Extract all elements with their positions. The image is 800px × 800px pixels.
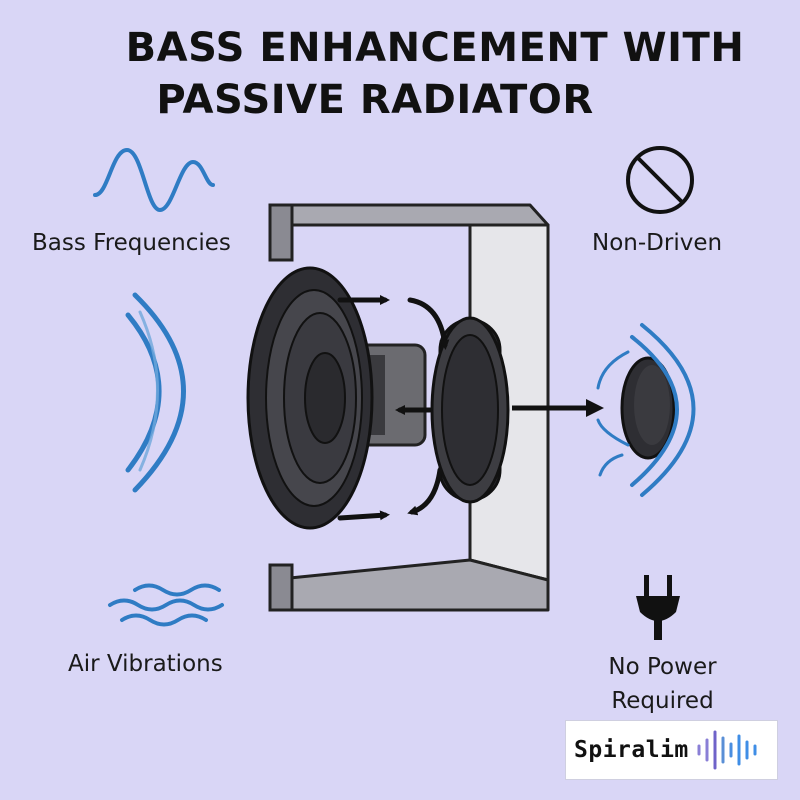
power-plug-icon bbox=[636, 575, 680, 640]
title-line-1: BASS ENHANCEMENT WITH bbox=[125, 25, 745, 71]
label-no-power-line2: Required bbox=[611, 688, 714, 714]
airflow-arrows bbox=[337, 295, 450, 521]
brand-badge: Spiralim bbox=[565, 720, 778, 780]
sine-wave-icon bbox=[93, 147, 215, 213]
page-title: BASS ENHANCEMENT WITH PASSIVE RADIATOR bbox=[0, 22, 800, 126]
air-waves-icon bbox=[108, 583, 224, 627]
title-line-2: PASSIVE RADIATOR bbox=[156, 77, 594, 123]
label-no-power-line1: No Power bbox=[608, 654, 717, 680]
sound-wave-arcs-right bbox=[596, 323, 696, 497]
passive-radiator-outer bbox=[620, 356, 676, 460]
woofer-driver bbox=[246, 266, 374, 530]
sound-wave-arcs-left bbox=[125, 292, 186, 493]
passive-radiator-inner bbox=[430, 316, 510, 504]
label-bass-frequencies: Bass Frequencies bbox=[32, 230, 231, 256]
brand-name: Spiralim bbox=[574, 737, 689, 763]
label-air-vibrations: Air Vibrations bbox=[68, 651, 223, 677]
no-symbol-icon bbox=[626, 146, 694, 214]
label-non-driven: Non-Driven bbox=[592, 230, 723, 256]
label-no-power-required: No Power Required bbox=[595, 650, 730, 718]
audio-waveform-icon bbox=[697, 730, 757, 770]
